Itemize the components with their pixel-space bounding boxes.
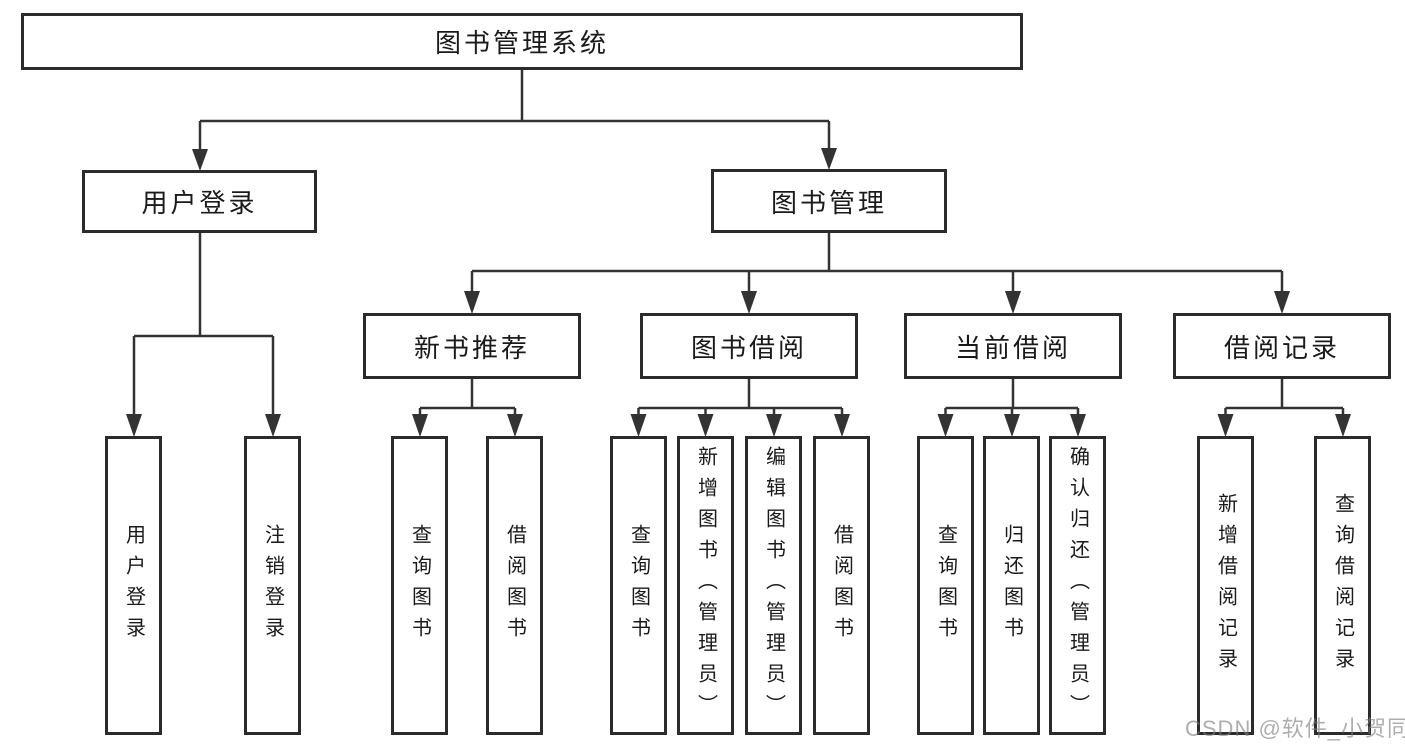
- leaf-bb-query-books: 查询图书: [610, 436, 667, 735]
- node-book-borrowing: 图书借阅: [640, 313, 858, 379]
- leaf-cb-confirm-return-admin: 确认归还（管理员）: [1049, 436, 1106, 735]
- leaf-label: 新增借阅记录: [1214, 492, 1237, 679]
- csdn-watermark: CSDN @软件_小贺同学: [1185, 716, 1405, 741]
- node-book-management: 图书管理: [711, 169, 947, 233]
- leaf-label: 借阅图书: [503, 523, 526, 648]
- node-current-borrowing: 当前借阅: [904, 313, 1122, 379]
- leaf-label: 查询图书: [934, 523, 957, 648]
- leaf-label: 确认归还（管理员）: [1066, 446, 1089, 725]
- leaf-cb-query-books: 查询图书: [917, 436, 974, 735]
- leaf-label: 查询借阅记录: [1331, 492, 1354, 679]
- leaf-label: 归还图书: [1000, 523, 1023, 648]
- node-user-login: 用户登录: [82, 170, 317, 233]
- leaf-br-query-record: 查询借阅记录: [1314, 436, 1371, 735]
- node-root-system: 图书管理系统: [21, 13, 1023, 70]
- leaf-label: 编辑图书（管理员）: [762, 446, 785, 725]
- leaf-label: 新增图书（管理员）: [694, 446, 717, 725]
- leaf-logout: 注销登录: [244, 436, 301, 735]
- leaf-nb-query-books: 查询图书: [391, 436, 448, 735]
- node-borrow-records: 借阅记录: [1173, 313, 1391, 379]
- leaf-label: 借阅图书: [830, 523, 853, 648]
- leaf-label: 注销登录: [261, 523, 284, 648]
- leaf-label: 查询图书: [408, 523, 431, 648]
- leaf-label: 用户登录: [122, 523, 145, 648]
- node-new-book-recommend: 新书推荐: [363, 313, 581, 379]
- leaf-cb-return-books: 归还图书: [983, 436, 1040, 735]
- leaf-bb-add-book-admin: 新增图书（管理员）: [677, 436, 734, 735]
- leaf-user-login: 用户登录: [105, 436, 162, 735]
- leaf-label: 查询图书: [627, 523, 650, 648]
- leaf-br-add-record: 新增借阅记录: [1197, 436, 1254, 735]
- leaf-bb-borrow-books: 借阅图书: [813, 436, 870, 735]
- leaf-nb-borrow-books: 借阅图书: [486, 436, 543, 735]
- leaf-bb-edit-book-admin: 编辑图书（管理员）: [745, 436, 802, 735]
